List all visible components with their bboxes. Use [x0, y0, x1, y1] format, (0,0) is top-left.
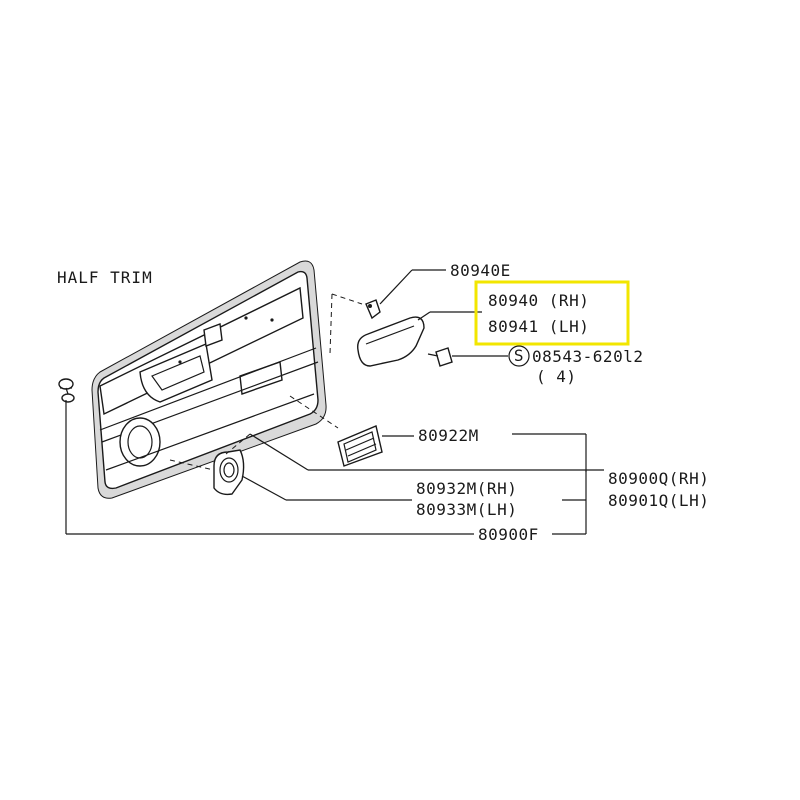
label-fastener: 80900F [478, 525, 539, 544]
screw-symbol-letter: S [514, 346, 524, 365]
highlight-box [474, 280, 630, 346]
label-handle-lh: 80941 (LH) [488, 317, 589, 336]
screw-symbol: S [508, 345, 530, 367]
label-clip: 80940E [450, 261, 511, 280]
leader-lines [65, 269, 604, 535]
handle-screw [427, 347, 453, 367]
trim-clip-fastener [58, 378, 75, 403]
install-guides [169, 293, 363, 471]
speaker-grille [213, 449, 245, 496]
label-handle-rh: 80940 (RH) [488, 291, 589, 310]
label-grille-lh: 80933M(LH) [416, 500, 517, 519]
label-trim-lh: 80901Q(LH) [608, 491, 709, 510]
inside-handle-escutcheon [337, 425, 383, 467]
handle-clip [365, 299, 381, 320]
label-escutcheon: 80922M [418, 426, 479, 445]
label-screw: 08543-620l2 [532, 347, 643, 366]
label-screw-qty: ( 4) [536, 367, 577, 386]
diagram-title: HALF TRIM [57, 268, 153, 287]
pull-handle [357, 316, 425, 367]
door-trim-panel [91, 260, 327, 499]
label-grille-rh: 80932M(RH) [416, 479, 517, 498]
label-trim-rh: 80900Q(RH) [608, 469, 709, 488]
